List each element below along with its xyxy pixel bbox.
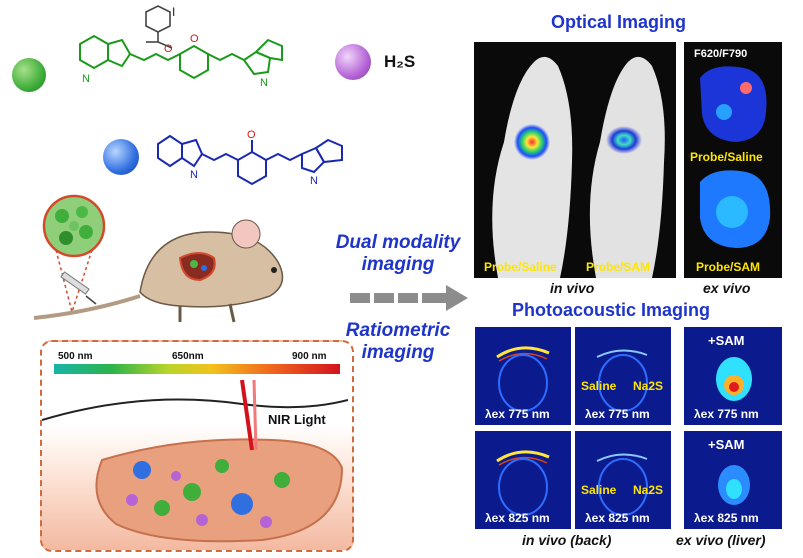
pa-lambda-label: λex 825 nm xyxy=(485,511,550,525)
pa-saline-na2s-825-cell: Saline Na2S λex 825 nm xyxy=(575,431,671,529)
optical-invivo-panel: Probe/Saline Probe/SAM xyxy=(474,42,676,278)
mice-optical-image xyxy=(492,56,665,278)
dual-modality-label: Dual modality imaging xyxy=(335,232,461,275)
spectrum-500nm-label: 500 nm xyxy=(58,351,93,362)
optical-exvivo-panel: F620/F790 Probe/Saline Probe/SAM xyxy=(684,42,782,278)
pa-sam-label: +SAM xyxy=(708,333,745,348)
pa-sam-825-cell: +SAM λex 825 nm xyxy=(684,431,782,529)
dashed-arrow-icon xyxy=(350,285,470,311)
pa-lambda-label: λex 825 nm xyxy=(694,511,759,525)
green-cyanine-molecule-structure: I O O N N xyxy=(79,5,283,89)
photoacoustic-imaging-title: Photoacoustic Imaging xyxy=(512,300,711,320)
pa-lambda-label: λex 775 nm xyxy=(694,407,759,421)
invivo-probe-saline-label: Probe/Saline xyxy=(484,260,557,274)
pa-sam-label: +SAM xyxy=(708,437,745,452)
svg-text:O: O xyxy=(247,129,256,141)
svg-text:I: I xyxy=(172,5,175,19)
h2s-label: H₂S xyxy=(384,52,416,71)
mouse-illustration xyxy=(33,194,284,323)
pa-saline-label: Saline xyxy=(581,379,617,393)
svg-text:N: N xyxy=(310,175,318,187)
pa-saline-na2s-775-cell: Saline Na2S λex 775 nm xyxy=(575,327,671,425)
spectrum-bar xyxy=(54,364,340,374)
pa-sam-775-cell: +SAM λex 775 nm xyxy=(684,327,782,425)
blue-cyanine-molecule-structure: O N N xyxy=(157,129,343,187)
pa-invivo-back-caption: in vivo (back) xyxy=(522,532,611,548)
exvivo-probe-saline-label: Probe/Saline xyxy=(690,150,763,164)
liver-optical-image xyxy=(700,66,771,248)
svg-text:N: N xyxy=(260,77,268,89)
pa-lambda-label: λex 775 nm xyxy=(585,407,650,421)
svg-text:O: O xyxy=(164,43,173,55)
invivo-probe-sam-label: Probe/SAM xyxy=(586,260,651,274)
optical-imaging-title: Optical Imaging xyxy=(551,12,687,32)
pa-invivo-back-text: in vivo (back) xyxy=(522,532,612,548)
pa-exvivo-liver-text: ex vivo (liver) xyxy=(676,532,766,548)
pa-na2s-label: Na2S xyxy=(633,379,664,393)
liver-illustration xyxy=(42,380,348,543)
ratiometric-label: Ratiometric imaging xyxy=(345,320,451,363)
blue-nanoparticle-icon xyxy=(103,139,139,175)
exvivo-caption: ex vivo xyxy=(703,280,751,296)
exvivo-ratio-label: F620/F790 xyxy=(694,48,748,60)
pa-invivo-775-cell: λex 775 nm xyxy=(475,327,571,425)
pa-invivo-825-cell: λex 825 nm xyxy=(475,431,571,529)
pa-exvivo-liver-caption: ex vivo (liver) xyxy=(676,532,766,548)
pa-saline-label: Saline xyxy=(581,483,617,497)
pa-lambda-label: λex 775 nm xyxy=(485,407,550,421)
nir-light-label: NIR Light xyxy=(268,412,326,427)
spectrum-650nm-label: 650nm xyxy=(172,351,204,362)
invivo-caption: in vivo xyxy=(550,280,595,296)
svg-text:O: O xyxy=(190,33,199,45)
green-nanoparticle-icon xyxy=(12,58,46,92)
pa-na2s-label: Na2S xyxy=(633,483,664,497)
h2s-molecule-icon xyxy=(335,44,371,80)
svg-text:N: N xyxy=(190,169,198,181)
pa-lambda-label: λex 825 nm xyxy=(585,511,650,525)
svg-text:N: N xyxy=(82,73,90,85)
spectrum-900nm-label: 900 nm xyxy=(292,351,327,362)
exvivo-probe-sam-label: Probe/SAM xyxy=(696,260,761,274)
